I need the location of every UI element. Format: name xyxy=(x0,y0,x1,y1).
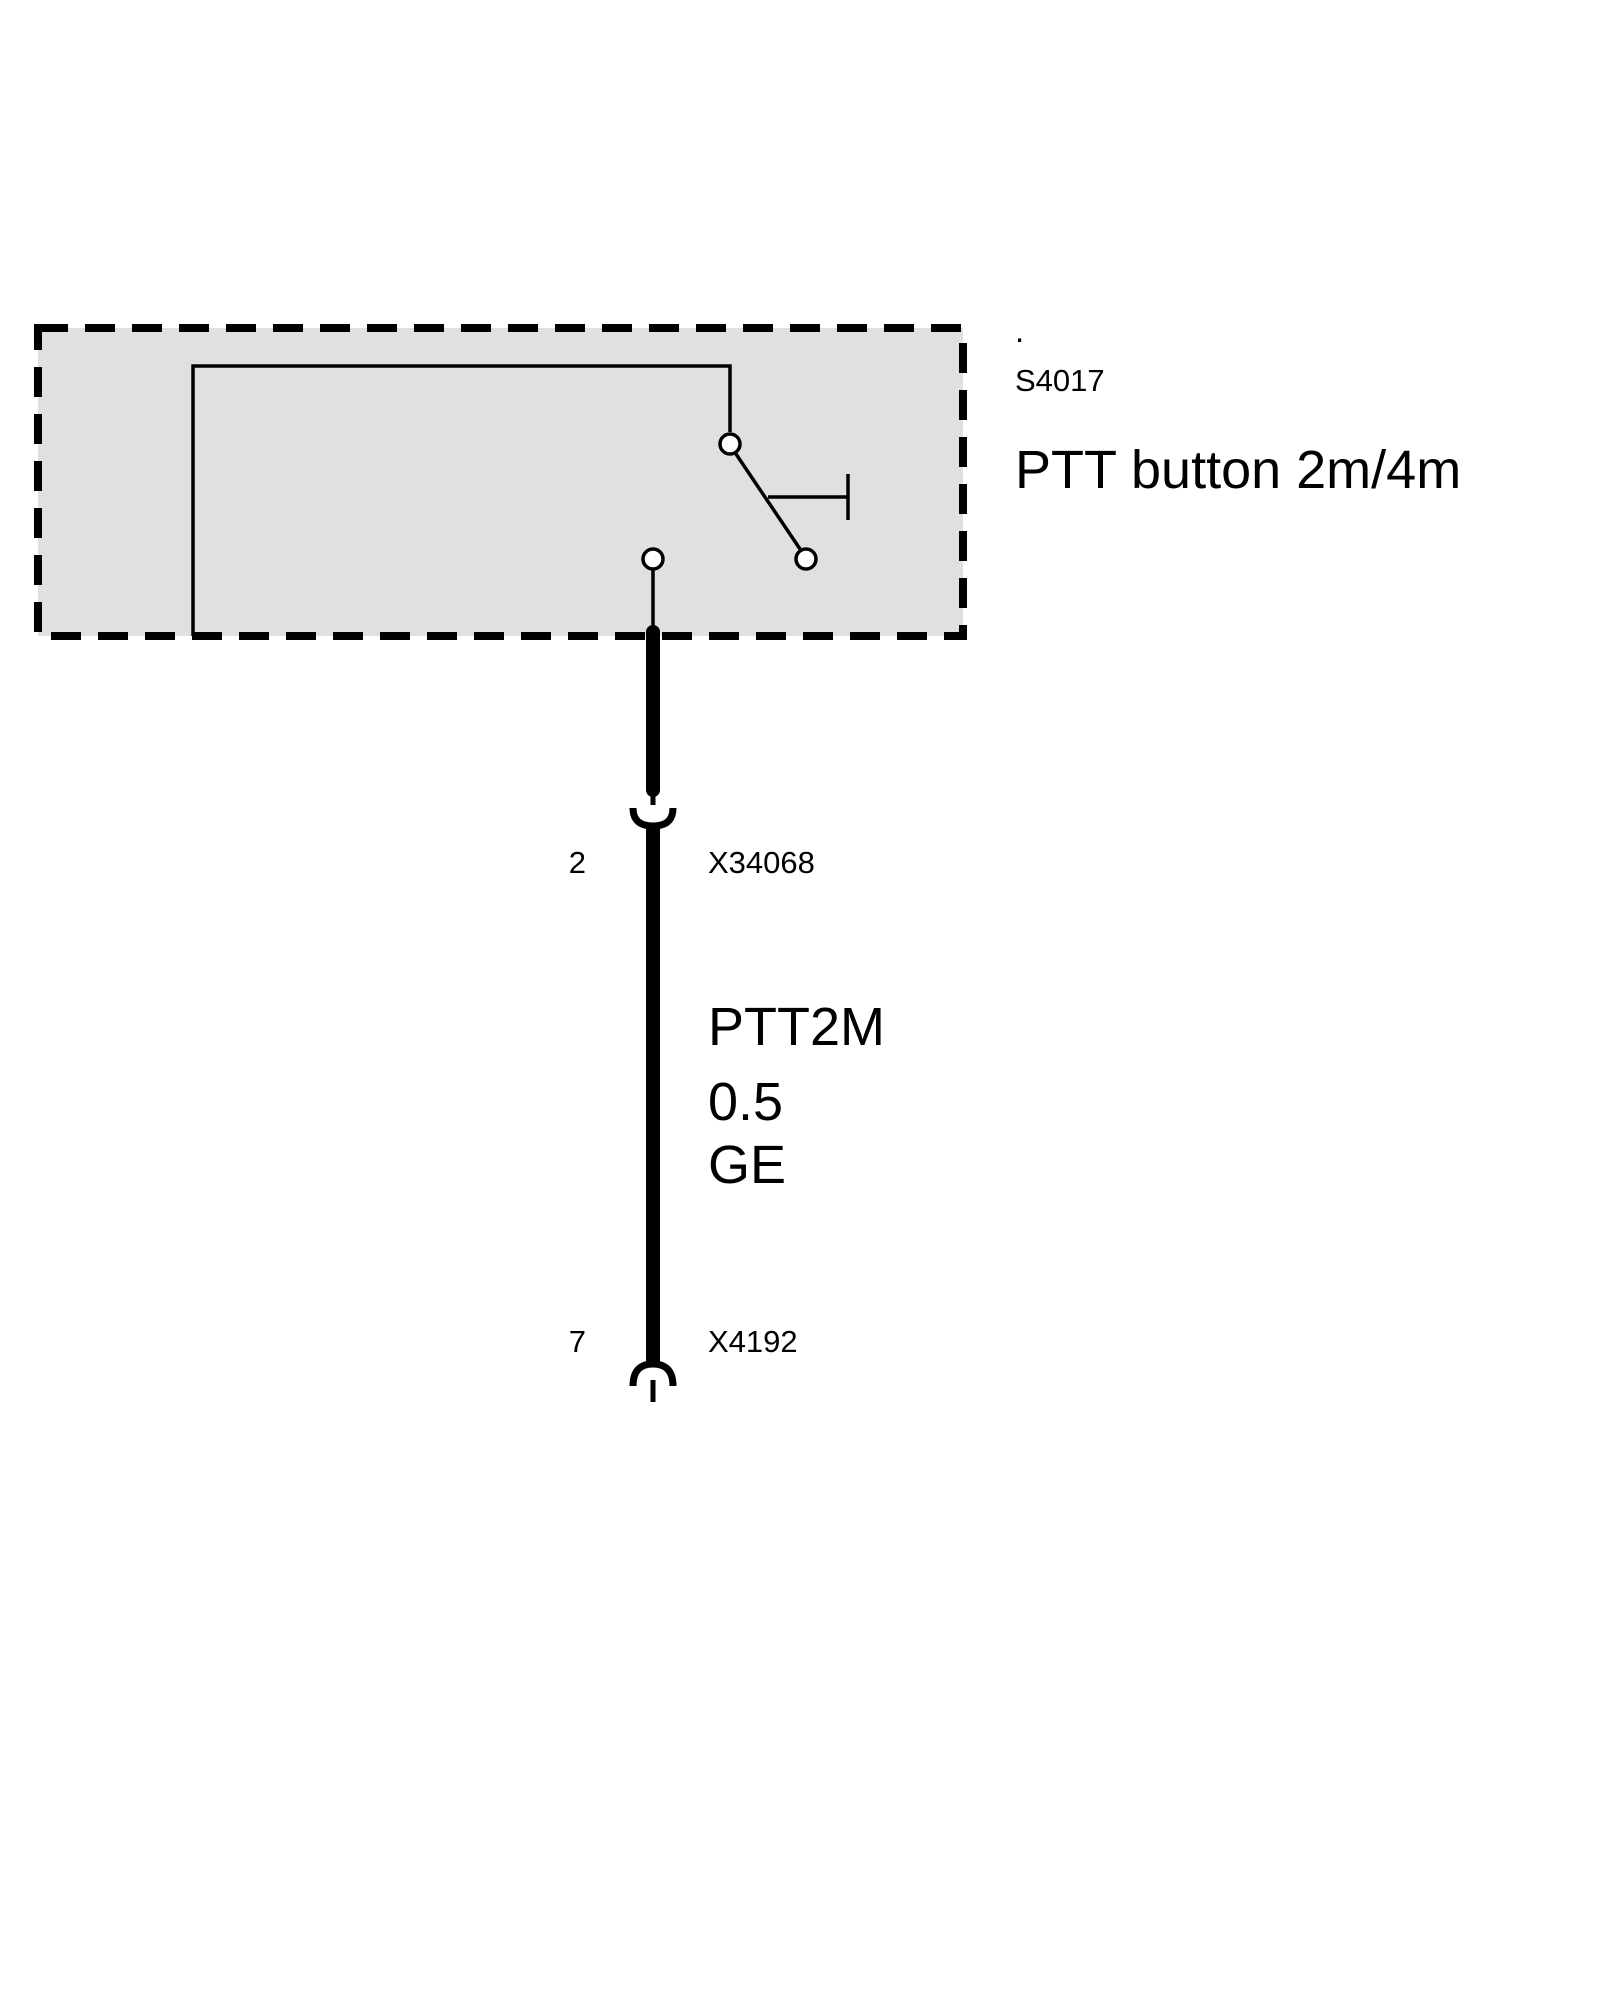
connector-pin-label: 7 xyxy=(569,1324,586,1359)
switch-contact-terminal xyxy=(794,547,818,571)
output-terminal xyxy=(641,547,665,571)
switch-pivot-terminal xyxy=(718,432,742,456)
component-name: PTT button 2m/4m xyxy=(1015,440,1461,500)
connector-id-label: X4192 xyxy=(708,1324,798,1359)
plug-socket-icon xyxy=(629,1360,677,1402)
connector-id-label: X34068 xyxy=(708,845,815,880)
connector-socket-top xyxy=(629,807,677,830)
switch-blade xyxy=(734,453,802,550)
connector-pin-label: 2 xyxy=(569,845,586,880)
component-s4017[interactable] xyxy=(34,324,967,640)
component-box xyxy=(34,324,967,640)
component-marker: . xyxy=(1015,312,1024,349)
plug-socket-icon xyxy=(629,790,677,830)
wire-cross-section: 0.5 xyxy=(708,1072,783,1132)
wire-color-code: GE xyxy=(708,1135,786,1195)
component-id: S4017 xyxy=(1015,363,1105,398)
connector-socket-bottom xyxy=(629,1360,677,1387)
wire-signal-name: PTT2M xyxy=(708,997,885,1057)
internal-conductor xyxy=(191,364,732,636)
switch-contact-icon xyxy=(718,432,850,571)
